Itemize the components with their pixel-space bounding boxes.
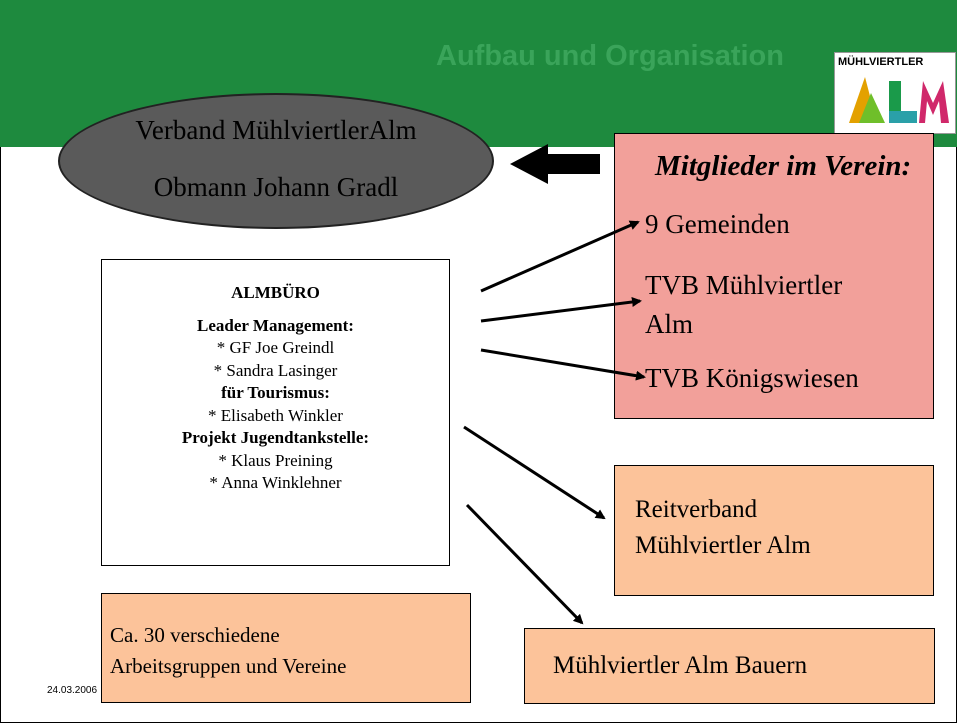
almbuero-line: * Klaus Preining bbox=[218, 450, 333, 470]
members-box: Mitglieder im Verein: 9 Gemeinden TVB Mü… bbox=[614, 133, 934, 419]
big-left-arrow-icon bbox=[510, 144, 600, 184]
almbuero-line: Leader Management: bbox=[197, 315, 354, 335]
arrow-to-bauern bbox=[465, 503, 584, 625]
almbuero-line: Projekt Jugendtankstelle: bbox=[181, 428, 370, 447]
bauern-box: Mühlviertler Alm Bauern bbox=[524, 628, 935, 704]
almbuero-line: * Anna Winklehner bbox=[209, 473, 342, 492]
arbeitsgruppen-line2: Arbeitsgruppen und Vereine bbox=[110, 654, 347, 678]
arrow-to-reitverband bbox=[463, 425, 606, 520]
bauern-label: Mühlviertler Alm Bauern bbox=[553, 652, 808, 679]
almbuero-line: für Tourismus: bbox=[221, 383, 330, 402]
muehlviertler-alm-logo: MÜHLVIERTLER bbox=[834, 52, 956, 134]
arbeitsgruppen-box: Ca. 30 verschiedene Arbeitsgruppen und V… bbox=[101, 593, 471, 703]
almbuero-line: * Sandra Lasinger bbox=[213, 360, 338, 380]
almbuero-box: ALMBÜRO Leader Management: * GF Joe Grei… bbox=[101, 259, 450, 566]
obmann-name: Obmann Johann Gradl bbox=[153, 172, 399, 202]
verband-oval: Verband MühlviertlerAlm Obmann Johann Gr… bbox=[58, 93, 494, 229]
reitverband-line2: Mühlviertler Alm bbox=[635, 532, 811, 559]
logo-text: MÜHLVIERTLER bbox=[838, 56, 924, 68]
logo-mark-icon bbox=[849, 77, 949, 123]
slide-title: Aufbau und Organisation bbox=[436, 40, 784, 72]
member-tvb-koenigswiesen: TVB Königswiesen bbox=[645, 363, 859, 393]
reitverband-box: Reitverband Mühlviertler Alm bbox=[614, 465, 934, 596]
almbuero-line: * Elisabeth Winkler bbox=[208, 405, 343, 425]
almbuero-line: * GF Joe Greindl bbox=[216, 338, 335, 357]
almbuero-heading: ALMBÜRO bbox=[231, 283, 320, 302]
footer-date: 24.03.2006 bbox=[47, 685, 98, 696]
reitverband-line1: Reitverband bbox=[635, 496, 758, 523]
members-title: Mitglieder im Verein: bbox=[655, 150, 912, 182]
arrow-to-tvb-koenigswiesen bbox=[480, 348, 646, 381]
arrow-to-gemeinden bbox=[480, 220, 640, 293]
verband-name: Verband MühlviertlerAlm bbox=[135, 115, 417, 145]
arbeitsgruppen-line1: Ca. 30 verschiedene bbox=[110, 623, 280, 647]
member-gemeinden: 9 Gemeinden bbox=[645, 209, 790, 239]
member-tvb-muehlviertler: TVB Mühlviertler bbox=[645, 270, 843, 300]
member-tvb-muehlviertler-cont: Alm bbox=[645, 309, 694, 339]
arrow-to-tvb-muehlviertler bbox=[480, 297, 642, 323]
